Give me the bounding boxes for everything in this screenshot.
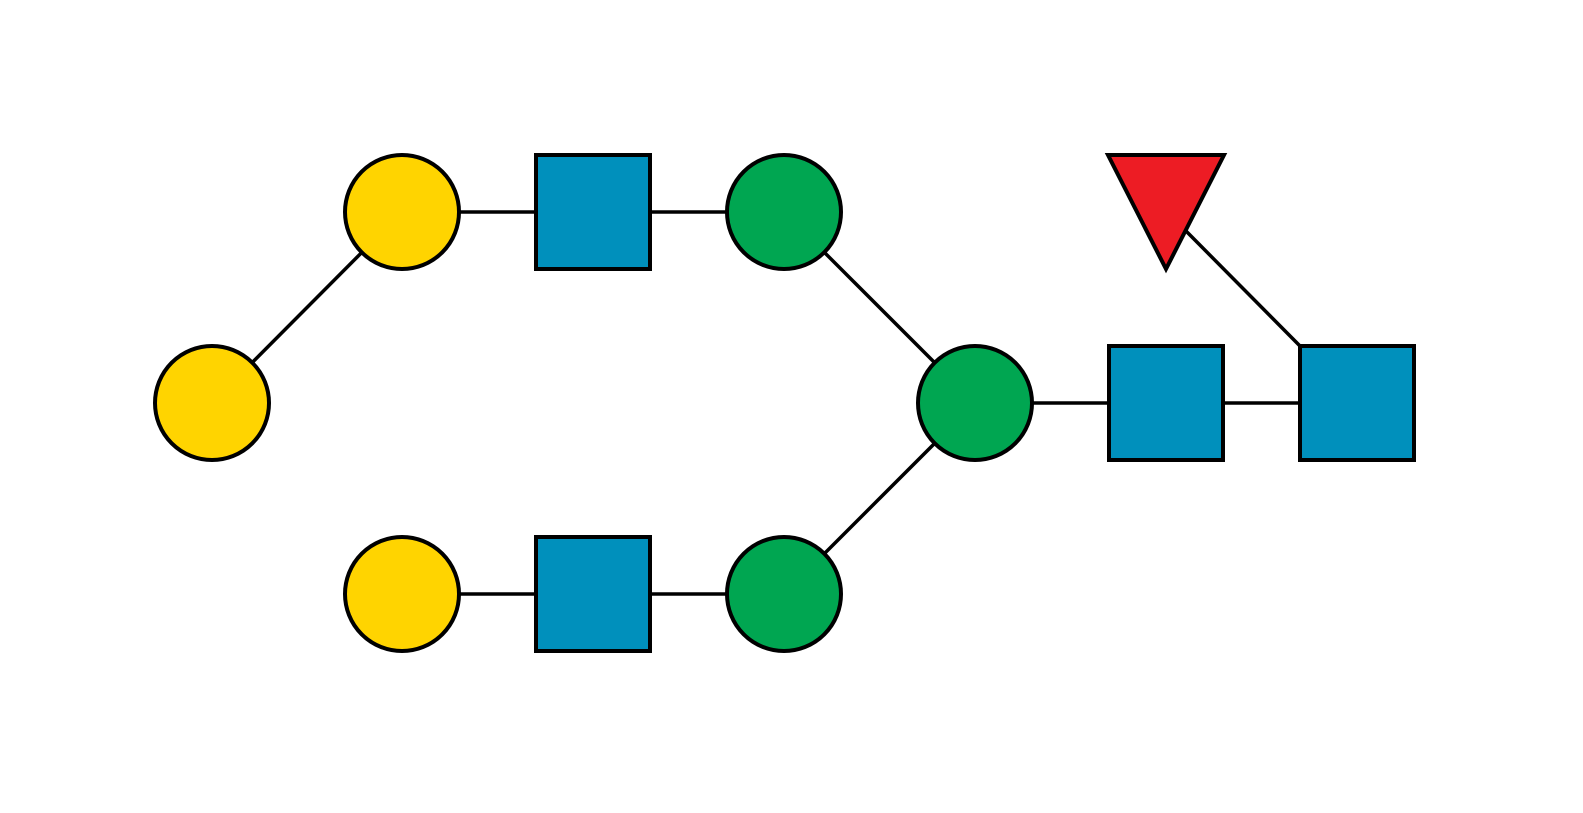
residue-layer xyxy=(153,153,1416,653)
man-upper-circle-residue xyxy=(725,153,843,271)
glcnac-upper-square-residue xyxy=(534,153,652,271)
glcnac-core-reducing-square-residue xyxy=(1298,344,1416,462)
fuc-triangle-residue xyxy=(1104,153,1228,274)
glcnac-core-inner-square-residue xyxy=(1107,344,1225,462)
glcnac-lower-square-residue xyxy=(534,535,652,653)
gal-lower-circle-residue xyxy=(343,535,461,653)
linkage-fuc-to-glcnac-core-reducing xyxy=(1184,229,1302,348)
gal-upper-circle-residue xyxy=(343,153,461,271)
gal-outer-circle-residue xyxy=(153,344,271,462)
man-core-circle-residue xyxy=(916,344,1034,462)
man-lower-circle-residue xyxy=(725,535,843,653)
